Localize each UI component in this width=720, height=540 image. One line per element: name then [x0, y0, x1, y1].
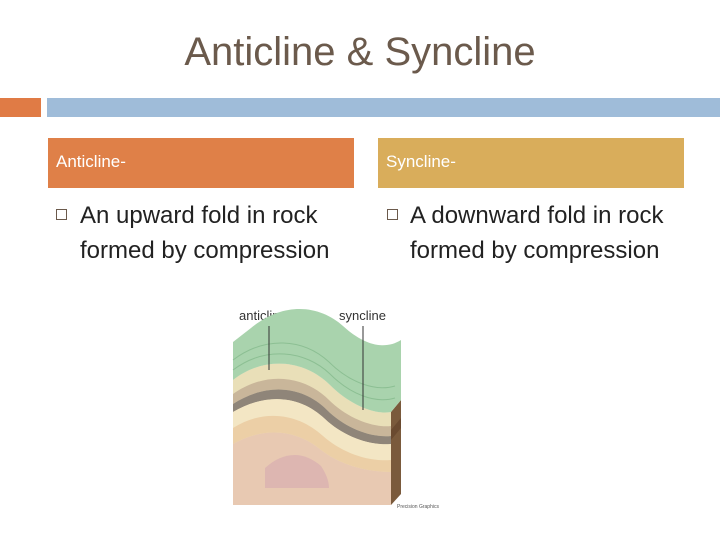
- square-bullet-icon: [56, 209, 67, 220]
- slide-title: Anticline & Syncline: [184, 30, 536, 74]
- anticline-header: Anticline-: [48, 138, 354, 188]
- anticline-definition: An upward fold in rock formed by compres…: [80, 202, 330, 264]
- syncline-definition: A downward fold in rock formed by compre…: [410, 202, 664, 264]
- fold-diagram: anticline syncline Precision Graphics: [232, 308, 439, 510]
- syncline-label: syncline: [339, 308, 386, 323]
- rock-layers: [233, 363, 391, 505]
- image-credit: Precision Graphics: [397, 504, 439, 510]
- syncline-header: Syncline-: [378, 138, 684, 188]
- accent-bar-orange: [0, 98, 41, 117]
- square-bullet-icon: [387, 209, 398, 220]
- accent-bar-blue: [47, 98, 720, 117]
- fold-surface: [233, 308, 401, 413]
